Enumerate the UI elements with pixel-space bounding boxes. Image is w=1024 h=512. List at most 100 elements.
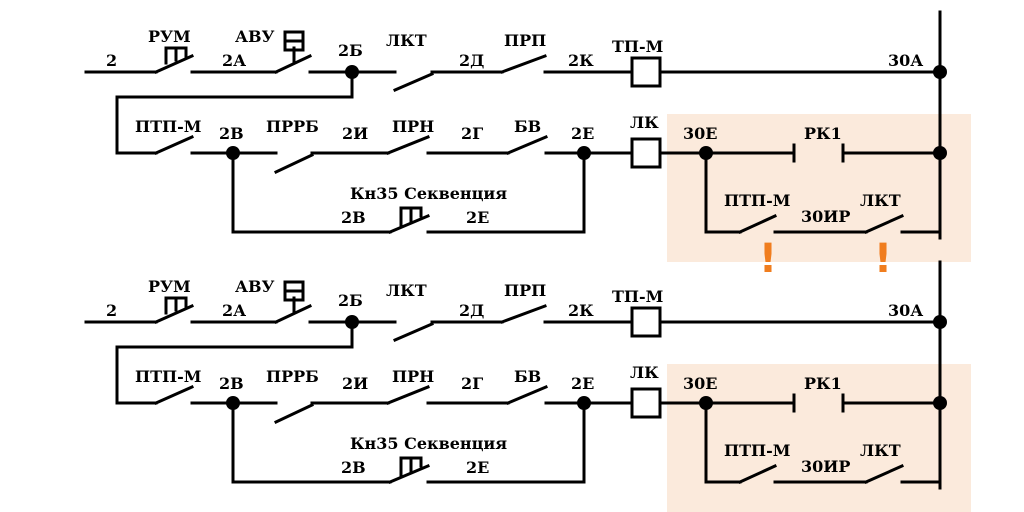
highlight-box (667, 114, 971, 262)
wire-21 (154, 304, 194, 324)
wire-33 (399, 206, 423, 227)
label-n30a: 30А (888, 51, 923, 70)
label-tpm: ТП-М (612, 287, 663, 306)
wire-14 (231, 151, 392, 234)
label-n30e: 30Е (683, 374, 717, 393)
label-n2a: 2А (222, 51, 246, 70)
label-ptpm_right: ПТП-М (724, 191, 790, 210)
wire-31 (864, 214, 904, 234)
label-n2b: 2Б (338, 41, 363, 60)
junction-dot-3 (577, 396, 591, 410)
label-n2: 2 (106, 301, 117, 320)
label-kn35: Кн35 Секвенция (350, 434, 507, 453)
label-ptpm_left: ПТП-М (135, 367, 201, 386)
label-avu: АВУ (235, 277, 275, 296)
label-n2e_lower: 2Е (466, 458, 489, 477)
label-n2v_lower: 2В (341, 458, 366, 477)
label-n2k: 2К (568, 51, 594, 70)
label-n2d: 2Д (459, 51, 484, 70)
label-n2k: 2К (568, 301, 594, 320)
wire-28 (506, 135, 548, 155)
label-n2v_lower: 2В (341, 208, 366, 227)
wire-22 (274, 304, 312, 324)
wire-30 (738, 464, 777, 484)
label-n2v: 2В (219, 124, 244, 143)
junction-dot-2 (226, 146, 240, 160)
label-prn: ПРН (392, 367, 434, 386)
junction-dot-4 (699, 146, 713, 160)
label-ptpm_right: ПТП-М (724, 441, 790, 460)
label-n30ir: 30ИР (801, 457, 850, 476)
label-prrb: ПРРБ (266, 367, 319, 386)
junction-dot-4 (699, 396, 713, 410)
label-n2a: 2А (222, 301, 246, 320)
label-prn: ПРН (392, 117, 434, 136)
label-n2i: 2И (342, 124, 368, 143)
wire-32 (164, 46, 188, 65)
junction-dot-3 (577, 146, 591, 160)
junction-dot-0 (345, 65, 359, 79)
label-n2i: 2И (342, 374, 368, 393)
label-prrb: ПРРБ (266, 117, 319, 136)
junction-dot-5 (933, 396, 947, 410)
label-rk1: РК1 (804, 124, 842, 143)
wire-30 (738, 214, 777, 234)
wire-7 (115, 70, 354, 155)
wire-24 (500, 304, 547, 324)
wire-7 (115, 320, 354, 405)
wire-15 (426, 401, 586, 484)
wire-15 (426, 151, 586, 234)
label-lkt_right: ЛКТ (860, 441, 901, 460)
junction-dot-1 (933, 315, 947, 329)
label-rk1: РК1 (804, 374, 842, 393)
label-n2e: 2Е (571, 374, 594, 393)
wire-29 (388, 464, 430, 484)
highlight-box (667, 364, 971, 512)
junction-dot-2 (226, 396, 240, 410)
label-n30ir: 30ИР (801, 207, 850, 226)
label-avu: АВУ (235, 27, 275, 46)
label-bv: БВ (514, 117, 541, 136)
wire-26 (274, 403, 314, 424)
label-n30e: 30Е (683, 124, 717, 143)
label-lkt_right: ЛКТ (860, 191, 901, 210)
junction-dot-5 (933, 146, 947, 160)
label-n2v: 2В (219, 374, 244, 393)
wire-23 (393, 72, 434, 92)
label-lk: ЛК (630, 113, 659, 132)
coil-lk (630, 137, 662, 169)
coil-tp-m (630, 56, 662, 88)
label-n30a: 30А (888, 301, 923, 320)
wire-28 (506, 385, 548, 405)
wire-16 (704, 401, 742, 484)
wire-16 (704, 151, 742, 234)
wire-27 (386, 135, 430, 155)
wire-32 (164, 296, 188, 315)
wire-25 (154, 135, 194, 155)
label-rum: РУМ (148, 277, 191, 296)
junction-dot-0 (345, 315, 359, 329)
wire-27 (386, 385, 430, 405)
wire-33 (399, 456, 423, 477)
label-ptpm_left: ПТП-М (135, 117, 201, 136)
label-n2g: 2Г (461, 374, 483, 393)
wire-26 (274, 153, 314, 174)
warning-mark-1: ! (874, 236, 892, 282)
coil-lk (630, 387, 662, 419)
wire-14 (231, 401, 392, 484)
label-kn35: Кн35 Секвенция (350, 184, 507, 203)
label-n2: 2 (106, 51, 117, 70)
wire-29 (388, 214, 430, 234)
label-prp: ПРП (504, 31, 546, 50)
label-n2d: 2Д (459, 301, 484, 320)
label-lkt_top: ЛКТ (386, 281, 427, 300)
junction-dot-1 (933, 65, 947, 79)
wire-23 (393, 322, 434, 342)
label-lkt_top: ЛКТ (386, 31, 427, 50)
wire-24 (500, 54, 547, 74)
label-n2g: 2Г (461, 124, 483, 143)
label-rum: РУМ (148, 27, 191, 46)
label-n2e_lower: 2Е (466, 208, 489, 227)
